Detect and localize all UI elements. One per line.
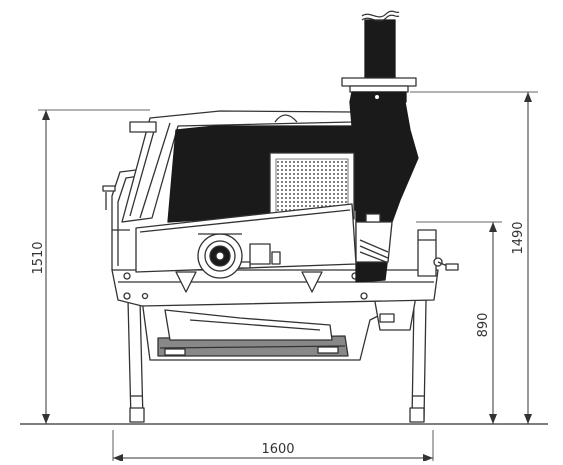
label-top-height: 1490 <box>511 221 526 254</box>
label-table-height: 890 <box>476 313 491 338</box>
legs <box>127 299 427 423</box>
dim-table-height <box>416 221 502 424</box>
hand-crank <box>417 229 459 277</box>
dim-width <box>112 430 434 462</box>
dim-top-height <box>410 91 538 424</box>
dim-total-height <box>38 109 150 424</box>
housing-lower-right <box>355 213 393 263</box>
lower-hopper <box>141 299 411 361</box>
table-frame <box>111 269 439 307</box>
dimensions <box>38 91 538 462</box>
exhaust-chimney <box>341 10 417 103</box>
motor-pulley <box>197 233 243 279</box>
label-total-height: 1510 <box>31 241 46 274</box>
upper-guard <box>121 110 353 223</box>
motor-housing <box>135 203 357 273</box>
machine <box>102 10 459 423</box>
label-width: 1600 <box>261 442 294 457</box>
